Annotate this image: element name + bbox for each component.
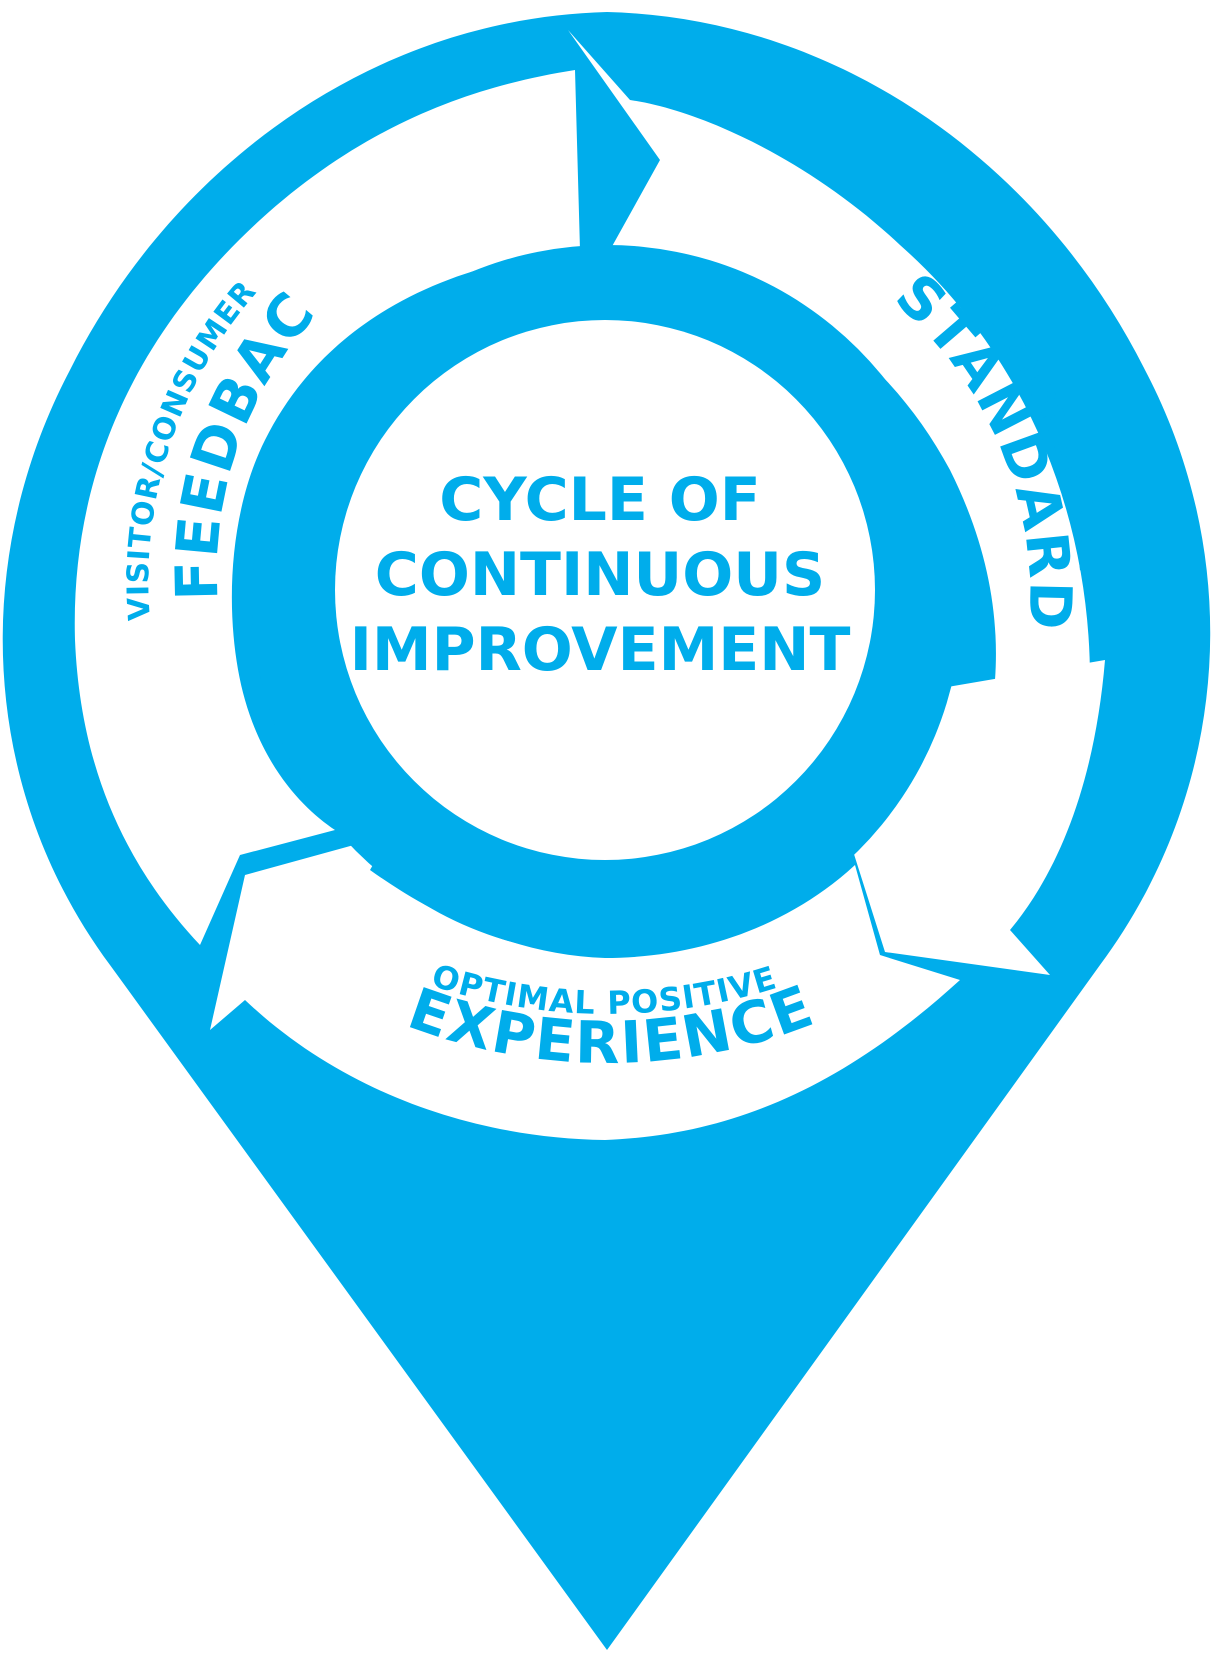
arrow-segment-bottom bbox=[210, 835, 960, 1140]
arrow-segment-left bbox=[74, 70, 580, 945]
center-disc bbox=[335, 320, 875, 860]
center-title-line-3: IMPROVEMENT bbox=[350, 615, 851, 685]
center-title-line-1: CYCLE OF bbox=[439, 465, 760, 535]
center-title: CYCLE OF CONTINUOUS IMPROVEMENT bbox=[350, 465, 851, 685]
arrow-segment-top bbox=[568, 30, 1090, 680]
center-title-line-2: CONTINUOUS bbox=[375, 540, 825, 610]
